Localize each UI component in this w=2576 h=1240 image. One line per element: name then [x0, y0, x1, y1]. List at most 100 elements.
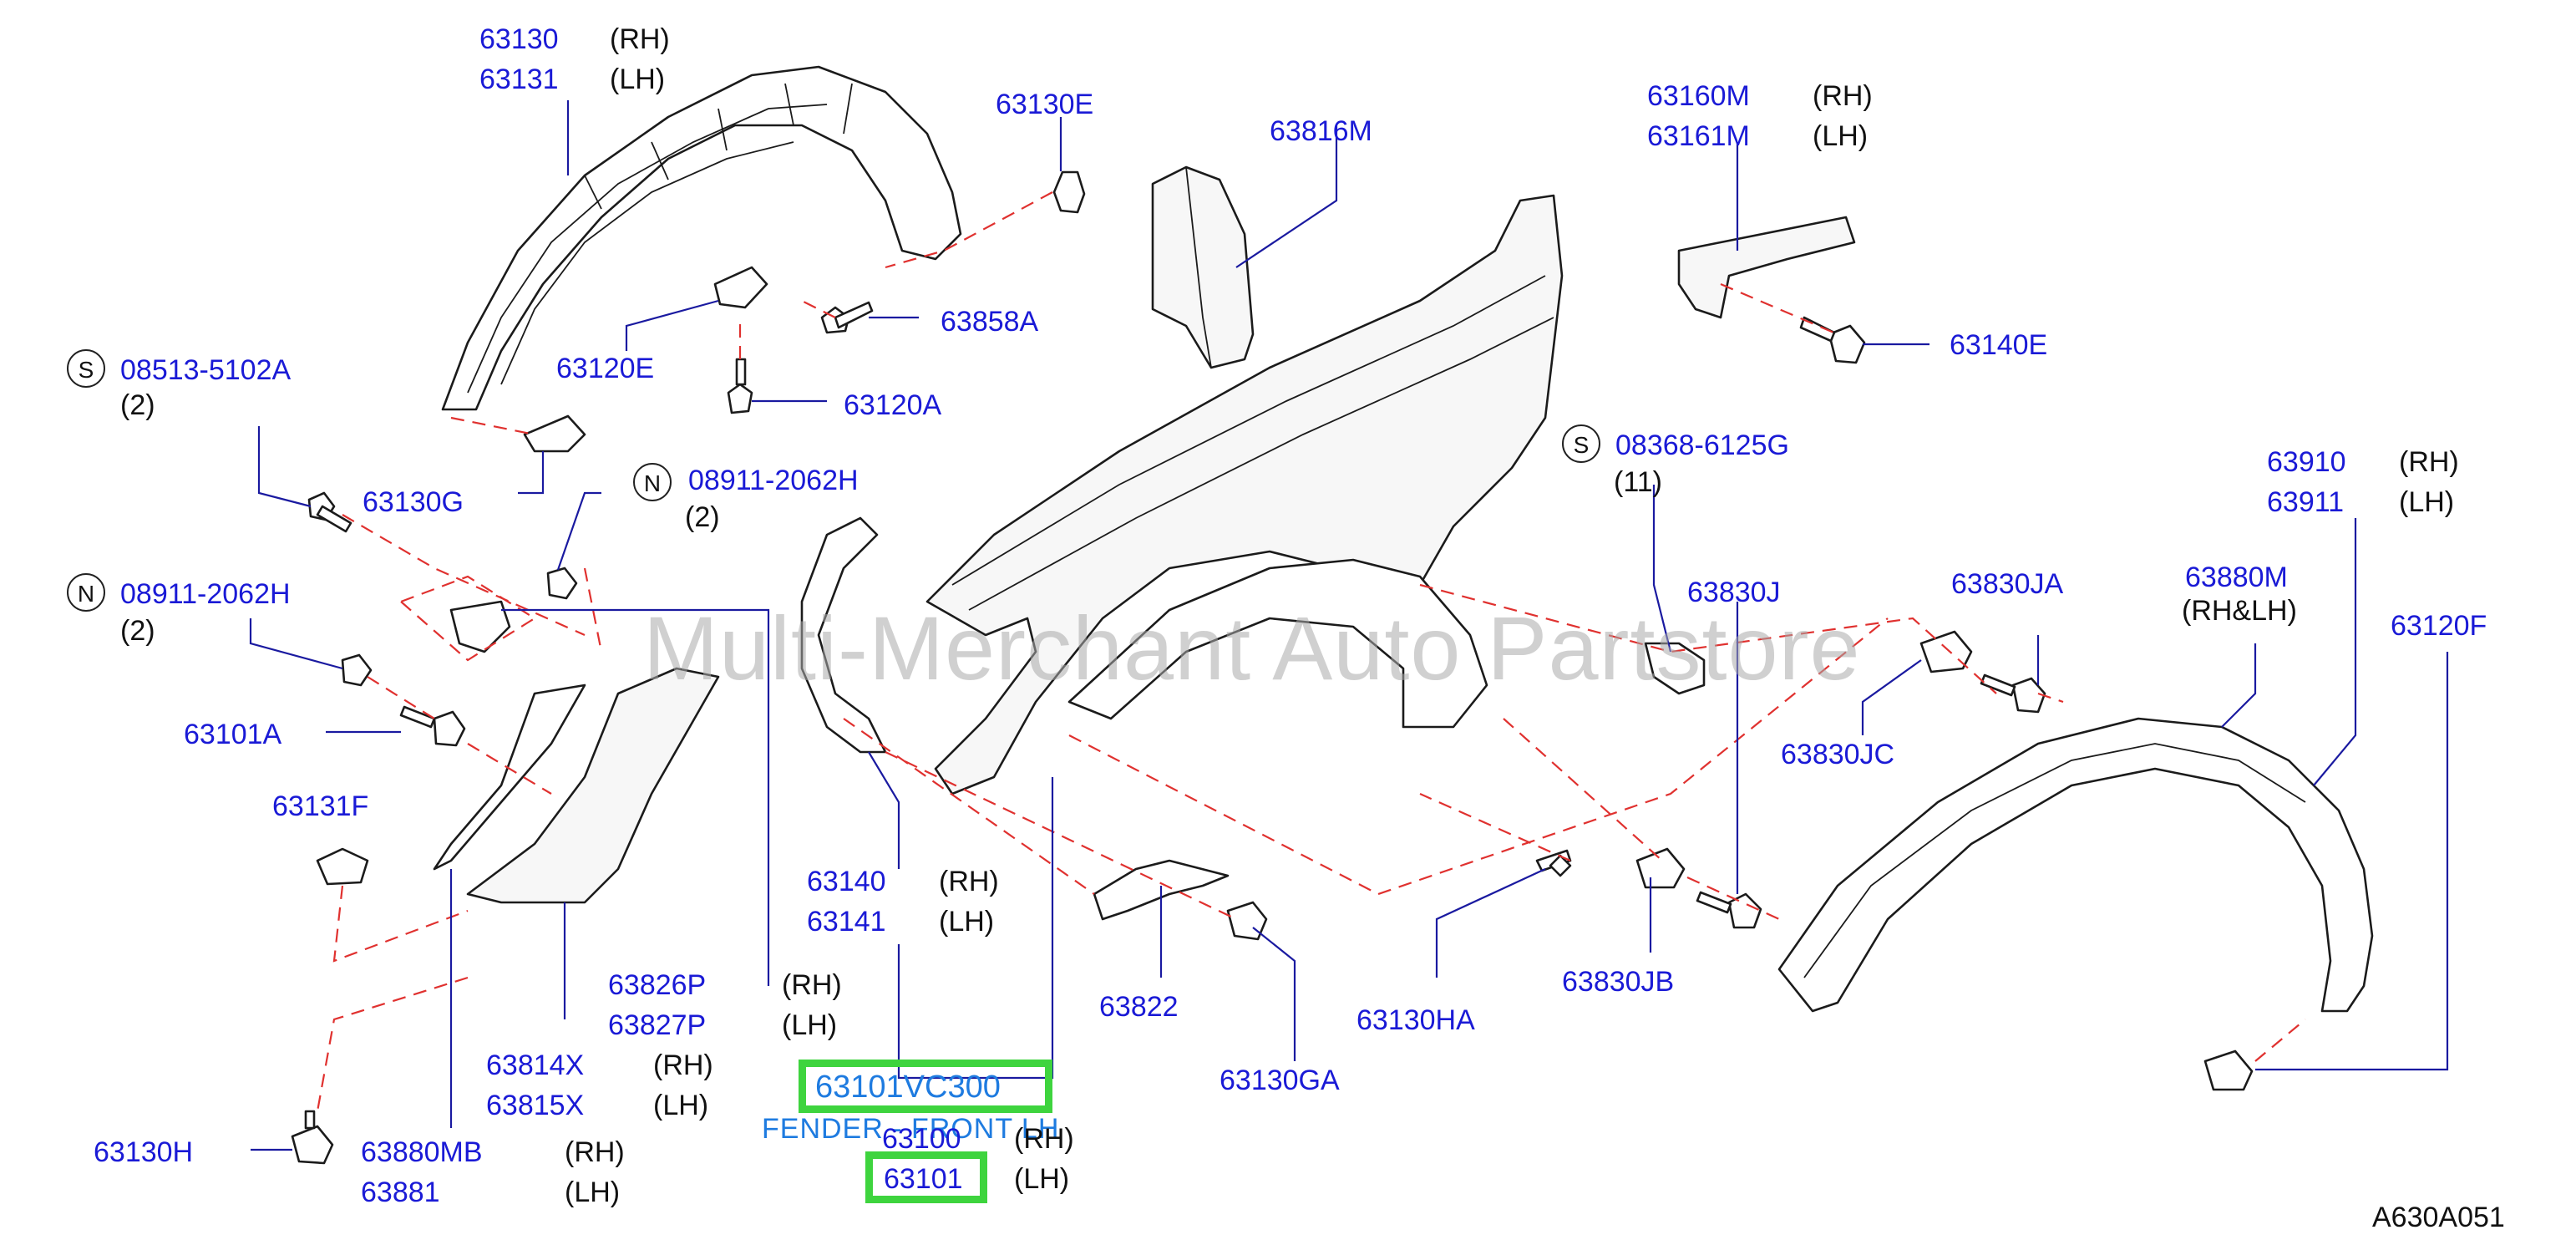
- qty-08513: (2): [120, 389, 155, 421]
- bracket-small-center: [449, 600, 511, 653]
- screw-63120a: [727, 358, 753, 414]
- bolt-08368: [1644, 642, 1706, 695]
- side-rh: (RH): [1014, 1123, 1074, 1155]
- side-rh: (RH): [782, 969, 842, 1001]
- nut-08911-lower: [341, 653, 373, 687]
- lower-seal-part: [433, 684, 586, 871]
- label-08368-6125g[interactable]: 08368-6125G: [1615, 429, 1789, 461]
- label-63141[interactable]: 63141: [807, 906, 886, 938]
- standard-n-badge: N: [67, 573, 105, 612]
- qty-08911-lower: (2): [120, 615, 155, 647]
- label-63858a[interactable]: 63858A: [941, 306, 1039, 338]
- label-63830jb[interactable]: 63830JB: [1562, 966, 1675, 998]
- clip-63131f: [316, 847, 369, 886]
- side-lh: (LH): [1014, 1163, 1070, 1195]
- label-63161m[interactable]: 63161M: [1647, 120, 1750, 152]
- label-63120e[interactable]: 63120E: [556, 353, 655, 384]
- label-63130ha[interactable]: 63130HA: [1356, 1004, 1475, 1036]
- clip-63830jc: [1919, 630, 1973, 673]
- label-63880mb[interactable]: 63880MB: [361, 1136, 483, 1168]
- side-rh: (RH): [1813, 80, 1873, 112]
- lower-garnish-part: [466, 667, 720, 904]
- side-lh: (LH): [939, 906, 995, 938]
- label-63101a[interactable]: 63101A: [184, 719, 282, 750]
- label-63120f[interactable]: 63120F: [2391, 610, 2487, 642]
- side-rh: (RH): [565, 1136, 625, 1168]
- bracket-63140: [800, 516, 887, 754]
- label-08513-5102a[interactable]: 08513-5102A: [120, 354, 292, 386]
- side-lh: (LH): [653, 1090, 709, 1121]
- clip-63830j-lower: [1696, 891, 1762, 929]
- standard-s-badge: S: [1562, 424, 1600, 463]
- label-63830j[interactable]: 63830J: [1687, 577, 1781, 608]
- label-63827p[interactable]: 63827P: [608, 1009, 707, 1041]
- label-63816m[interactable]: 63816M: [1270, 115, 1372, 147]
- leader-lines: [249, 100, 2449, 1151]
- label-63130g[interactable]: 63130G: [363, 486, 464, 518]
- side-lh: (LH): [565, 1176, 621, 1208]
- label-63140e[interactable]: 63140E: [1950, 329, 2048, 361]
- label-63100[interactable]: 63100: [882, 1123, 961, 1155]
- clip-63130h: [291, 1110, 334, 1165]
- label-63131f[interactable]: 63131F: [272, 790, 369, 822]
- highlighted-part-caption: FENDER - FRONT LH: [762, 1113, 1060, 1145]
- wheel-arch-moulding-part: [1777, 717, 2374, 1013]
- label-63830jc[interactable]: 63830JC: [1781, 739, 1895, 770]
- side-rh: (RH): [939, 866, 999, 897]
- screw-08513: [307, 491, 352, 533]
- label-63881[interactable]: 63881: [361, 1176, 440, 1208]
- label-63120a[interactable]: 63120A: [844, 389, 942, 421]
- clip-63120e: [713, 266, 768, 309]
- side-rh: (RH): [610, 23, 670, 55]
- qty-63880m: (RH&LH): [2182, 595, 2297, 627]
- diagram-code: A630A051: [2372, 1202, 2505, 1233]
- highlight-box-part-number[interactable]: [799, 1060, 1052, 1113]
- side-rh: (RH): [653, 1049, 713, 1081]
- side-lh: (LH): [1813, 120, 1869, 152]
- label-63140[interactable]: 63140: [807, 866, 886, 897]
- clip-63120f: [2203, 1049, 2254, 1091]
- fender-protector-part: [441, 65, 962, 411]
- assembly-dashed-lines: [316, 191, 2306, 1112]
- side-lh: (LH): [782, 1009, 838, 1041]
- label-63822[interactable]: 63822: [1099, 991, 1179, 1023]
- label-63910[interactable]: 63910: [2267, 446, 2346, 478]
- clip-63130g: [523, 414, 586, 453]
- label-63101[interactable]: 63101: [884, 1163, 963, 1195]
- bracket-63160m: [1677, 216, 1856, 319]
- highlight-box-callout[interactable]: [865, 1151, 987, 1203]
- label-63830ja[interactable]: 63830JA: [1951, 568, 2064, 600]
- label-08911-2062h-lower[interactable]: 08911-2062H: [120, 578, 291, 610]
- label-63911[interactable]: 63911: [2267, 486, 2345, 518]
- standard-n-badge: N: [633, 463, 672, 501]
- label-63130[interactable]: 63130: [479, 23, 559, 55]
- clip-63830jb: [1635, 847, 1686, 889]
- highlighted-part-number[interactable]: 63101VC300: [815, 1070, 1001, 1105]
- side-rh: (RH): [2399, 446, 2459, 478]
- nut-08911-upper: [546, 567, 578, 600]
- label-63814x[interactable]: 63814X: [486, 1049, 585, 1081]
- bracket-63816m: [1151, 165, 1255, 369]
- label-63815x[interactable]: 63815X: [486, 1090, 585, 1121]
- label-63160m[interactable]: 63160M: [1647, 80, 1750, 112]
- label-63826p[interactable]: 63826P: [608, 969, 707, 1001]
- label-08911-2062h-upper[interactable]: 08911-2062H: [688, 465, 859, 496]
- side-lh: (LH): [2399, 486, 2455, 518]
- label-63131[interactable]: 63131: [479, 64, 559, 95]
- watermark: Multi-Merchant Auto Partstore: [643, 597, 1861, 699]
- screw-63130ha: [1535, 849, 1572, 877]
- clip-63830ja: [1980, 673, 2046, 714]
- screw-63858a: [820, 301, 874, 334]
- side-lh: (LH): [610, 64, 666, 95]
- label-63130h[interactable]: 63130H: [94, 1136, 194, 1168]
- fender-arch-part: [1067, 558, 1488, 729]
- label-63880m[interactable]: 63880M: [2185, 562, 2288, 593]
- qty-08911-upper: (2): [685, 501, 720, 533]
- clip-63101a: [399, 705, 466, 747]
- clip-63140e: [1799, 316, 1866, 364]
- standard-s-badge: S: [67, 349, 105, 388]
- label-63130e[interactable]: 63130E: [996, 89, 1094, 120]
- label-63130ga[interactable]: 63130GA: [1220, 1065, 1340, 1096]
